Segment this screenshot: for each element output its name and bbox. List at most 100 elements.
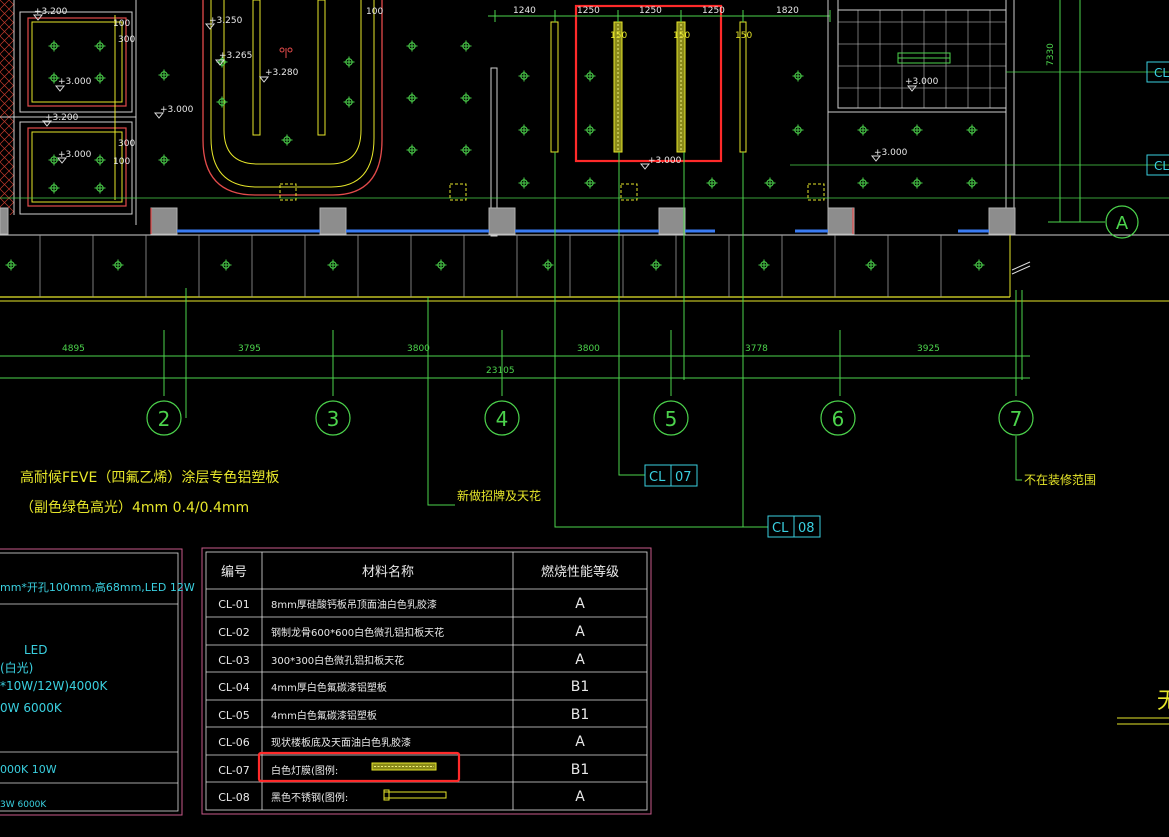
axis-a-marker: A	[1105, 205, 1139, 239]
tag-cl08: CL 08	[767, 515, 821, 538]
swatch-black-steel	[383, 791, 447, 799]
right-tags: CL CL	[1146, 61, 1169, 176]
table-cell-grade: A	[575, 789, 585, 805]
dim-label: 3800	[577, 344, 600, 354]
highlight-box-strips	[574, 4, 723, 163]
table-cell-code: CL-03	[218, 654, 250, 667]
table-cell-grade: B1	[571, 707, 590, 723]
dim-label: 100	[113, 157, 130, 167]
dim-label: 7330	[1046, 43, 1056, 66]
note-feve-line2: （副色绿色高光）4mm 0.4/0.4mm	[20, 499, 249, 516]
dim-label: 1240	[513, 6, 536, 16]
table-cell-name: 现状楼板底及天面油白色乳胶漆	[271, 736, 411, 749]
dim-label: 3800	[407, 344, 430, 354]
legend-text: (白光)	[0, 660, 33, 675]
table-cell-name: 黑色不锈钢(图例:	[271, 791, 348, 804]
table-header-name: 材料名称	[362, 564, 414, 580]
table-header-code: 编号	[221, 565, 247, 580]
legend-text: 000K 10W	[0, 763, 57, 776]
legend-text: 3W 6000K	[0, 800, 47, 810]
table-cell-grade: A	[575, 652, 585, 668]
dim-label: 3925	[917, 344, 940, 354]
note-feve-line1: 高耐候FEVE（四氟乙烯）涂层专色铝塑板	[20, 469, 279, 486]
elev-label: +3.250	[209, 16, 243, 26]
note-corner: 无	[1157, 689, 1169, 714]
table-cell-code: CL-08	[218, 791, 250, 804]
highlight-box-cl07	[257, 751, 461, 783]
table-cell-code: CL-01	[218, 598, 250, 611]
left-legend-table: mm*开孔100mm,高68mm,LED 12W LED (白光) *10W/1…	[0, 548, 195, 816]
table-cell-grade: A	[575, 624, 585, 640]
axis-label: 5	[665, 407, 678, 431]
axis-label: 2	[158, 407, 171, 431]
dim-label: 3795	[238, 344, 261, 354]
small-dimensions: 100 300 100 300 100 150 150 150 7330	[113, 7, 1056, 167]
legend-text: LED	[24, 643, 48, 657]
dim-label: 1250	[702, 6, 725, 16]
elev-label: +3.000	[874, 148, 908, 158]
elev-label: +3.000	[160, 105, 194, 115]
elev-label: +3.000	[648, 156, 682, 166]
table-cell-name: 白色灯膜(图例:	[271, 764, 338, 777]
table-cell-grade: A	[575, 596, 585, 612]
tag-number: 08	[798, 521, 815, 536]
dim-label: 300	[118, 139, 135, 149]
top-dimensions: 1240 1250 1250 1250 1820	[513, 6, 799, 16]
table-cell-name: 4mm厚白色氟碳漆铝塑板	[271, 681, 387, 694]
table-cell-code: CL-02	[218, 626, 250, 639]
table-cell-name: 钢制龙骨600*600白色微孔铝扣板天花	[271, 626, 444, 639]
elev-label: +3.000	[905, 77, 939, 87]
annotation-notes: 高耐候FEVE（四氟乙烯）涂层专色铝塑板 （副色绿色高光）4mm 0.4/0.4…	[20, 469, 1169, 714]
axis-label: 3	[327, 407, 340, 431]
dim-label: 100	[366, 7, 383, 17]
tag-code: CL	[649, 470, 666, 485]
table-cell-grade: B1	[571, 762, 590, 778]
tag-number: 07	[675, 470, 692, 485]
tag-code: CL	[1154, 66, 1169, 80]
dim-label: 1820	[776, 6, 799, 16]
elev-label: +3.280	[265, 68, 299, 78]
elev-label: +3.000	[58, 150, 92, 160]
table-cell-code: CL-05	[218, 709, 250, 722]
table-cell-grade: B1	[571, 679, 590, 695]
dim-label: 150	[673, 31, 690, 41]
table-cell-code: CL-06	[218, 736, 250, 749]
tag-code: CL	[1154, 159, 1169, 173]
elev-label: +3.000	[58, 77, 92, 87]
table-cell-name: 300*300白色微孔铝扣板天花	[271, 654, 404, 667]
table-header-grade: 燃烧性能等级	[541, 564, 619, 580]
dim-label: 100	[113, 19, 130, 29]
ceiling-plan	[0, 0, 1169, 302]
table-cell-grade: A	[575, 734, 585, 750]
tag-cl07: CL 07	[644, 464, 698, 487]
legend-text: *10W/12W)4000K	[0, 679, 109, 693]
dim-label: 4895	[62, 344, 85, 354]
note-new-sign: 新做招牌及天花	[457, 488, 541, 503]
dim-label: 300	[118, 35, 135, 45]
dimension-chain: 4895 3795 3800 3800 3778 3925 23105	[0, 290, 1030, 396]
leader-lines	[185, 152, 1022, 528]
axis-label: A	[1116, 213, 1129, 234]
dim-label: 150	[610, 31, 627, 41]
elevation-markers: +3.200 +3.000 +3.200 +3.000 +3.250 +3.26…	[33, 7, 939, 170]
dim-label: 23105	[486, 366, 515, 376]
table-cell-code: CL-07	[218, 764, 250, 777]
dim-label: 1250	[577, 6, 600, 16]
dim-label: 150	[735, 31, 752, 41]
dim-label: 1250	[639, 6, 662, 16]
tag-code: CL	[772, 521, 789, 536]
table-rows: CL-01 8mm厚硅酸钙板吊顶面油白色乳胶漆 A CL-02 钢制龙骨600*600白…	[218, 596, 589, 805]
table-cell-name: 4mm白色氟碳漆铝塑板	[271, 709, 377, 722]
elev-label: +3.265	[219, 51, 252, 61]
elev-label: +3.200	[34, 7, 68, 17]
axis-label: 7	[1010, 407, 1023, 431]
legend-text: mm*开孔100mm,高68mm,LED 12W	[0, 580, 195, 594]
table-cell-code: CL-04	[218, 681, 250, 694]
axis-label: 6	[832, 407, 845, 431]
axis-label: 4	[496, 407, 509, 431]
dim-label: 3778	[745, 344, 768, 354]
elev-label: +3.200	[45, 113, 79, 123]
table-cell-name: 8mm厚硅酸钙板吊顶面油白色乳胶漆	[271, 598, 437, 611]
